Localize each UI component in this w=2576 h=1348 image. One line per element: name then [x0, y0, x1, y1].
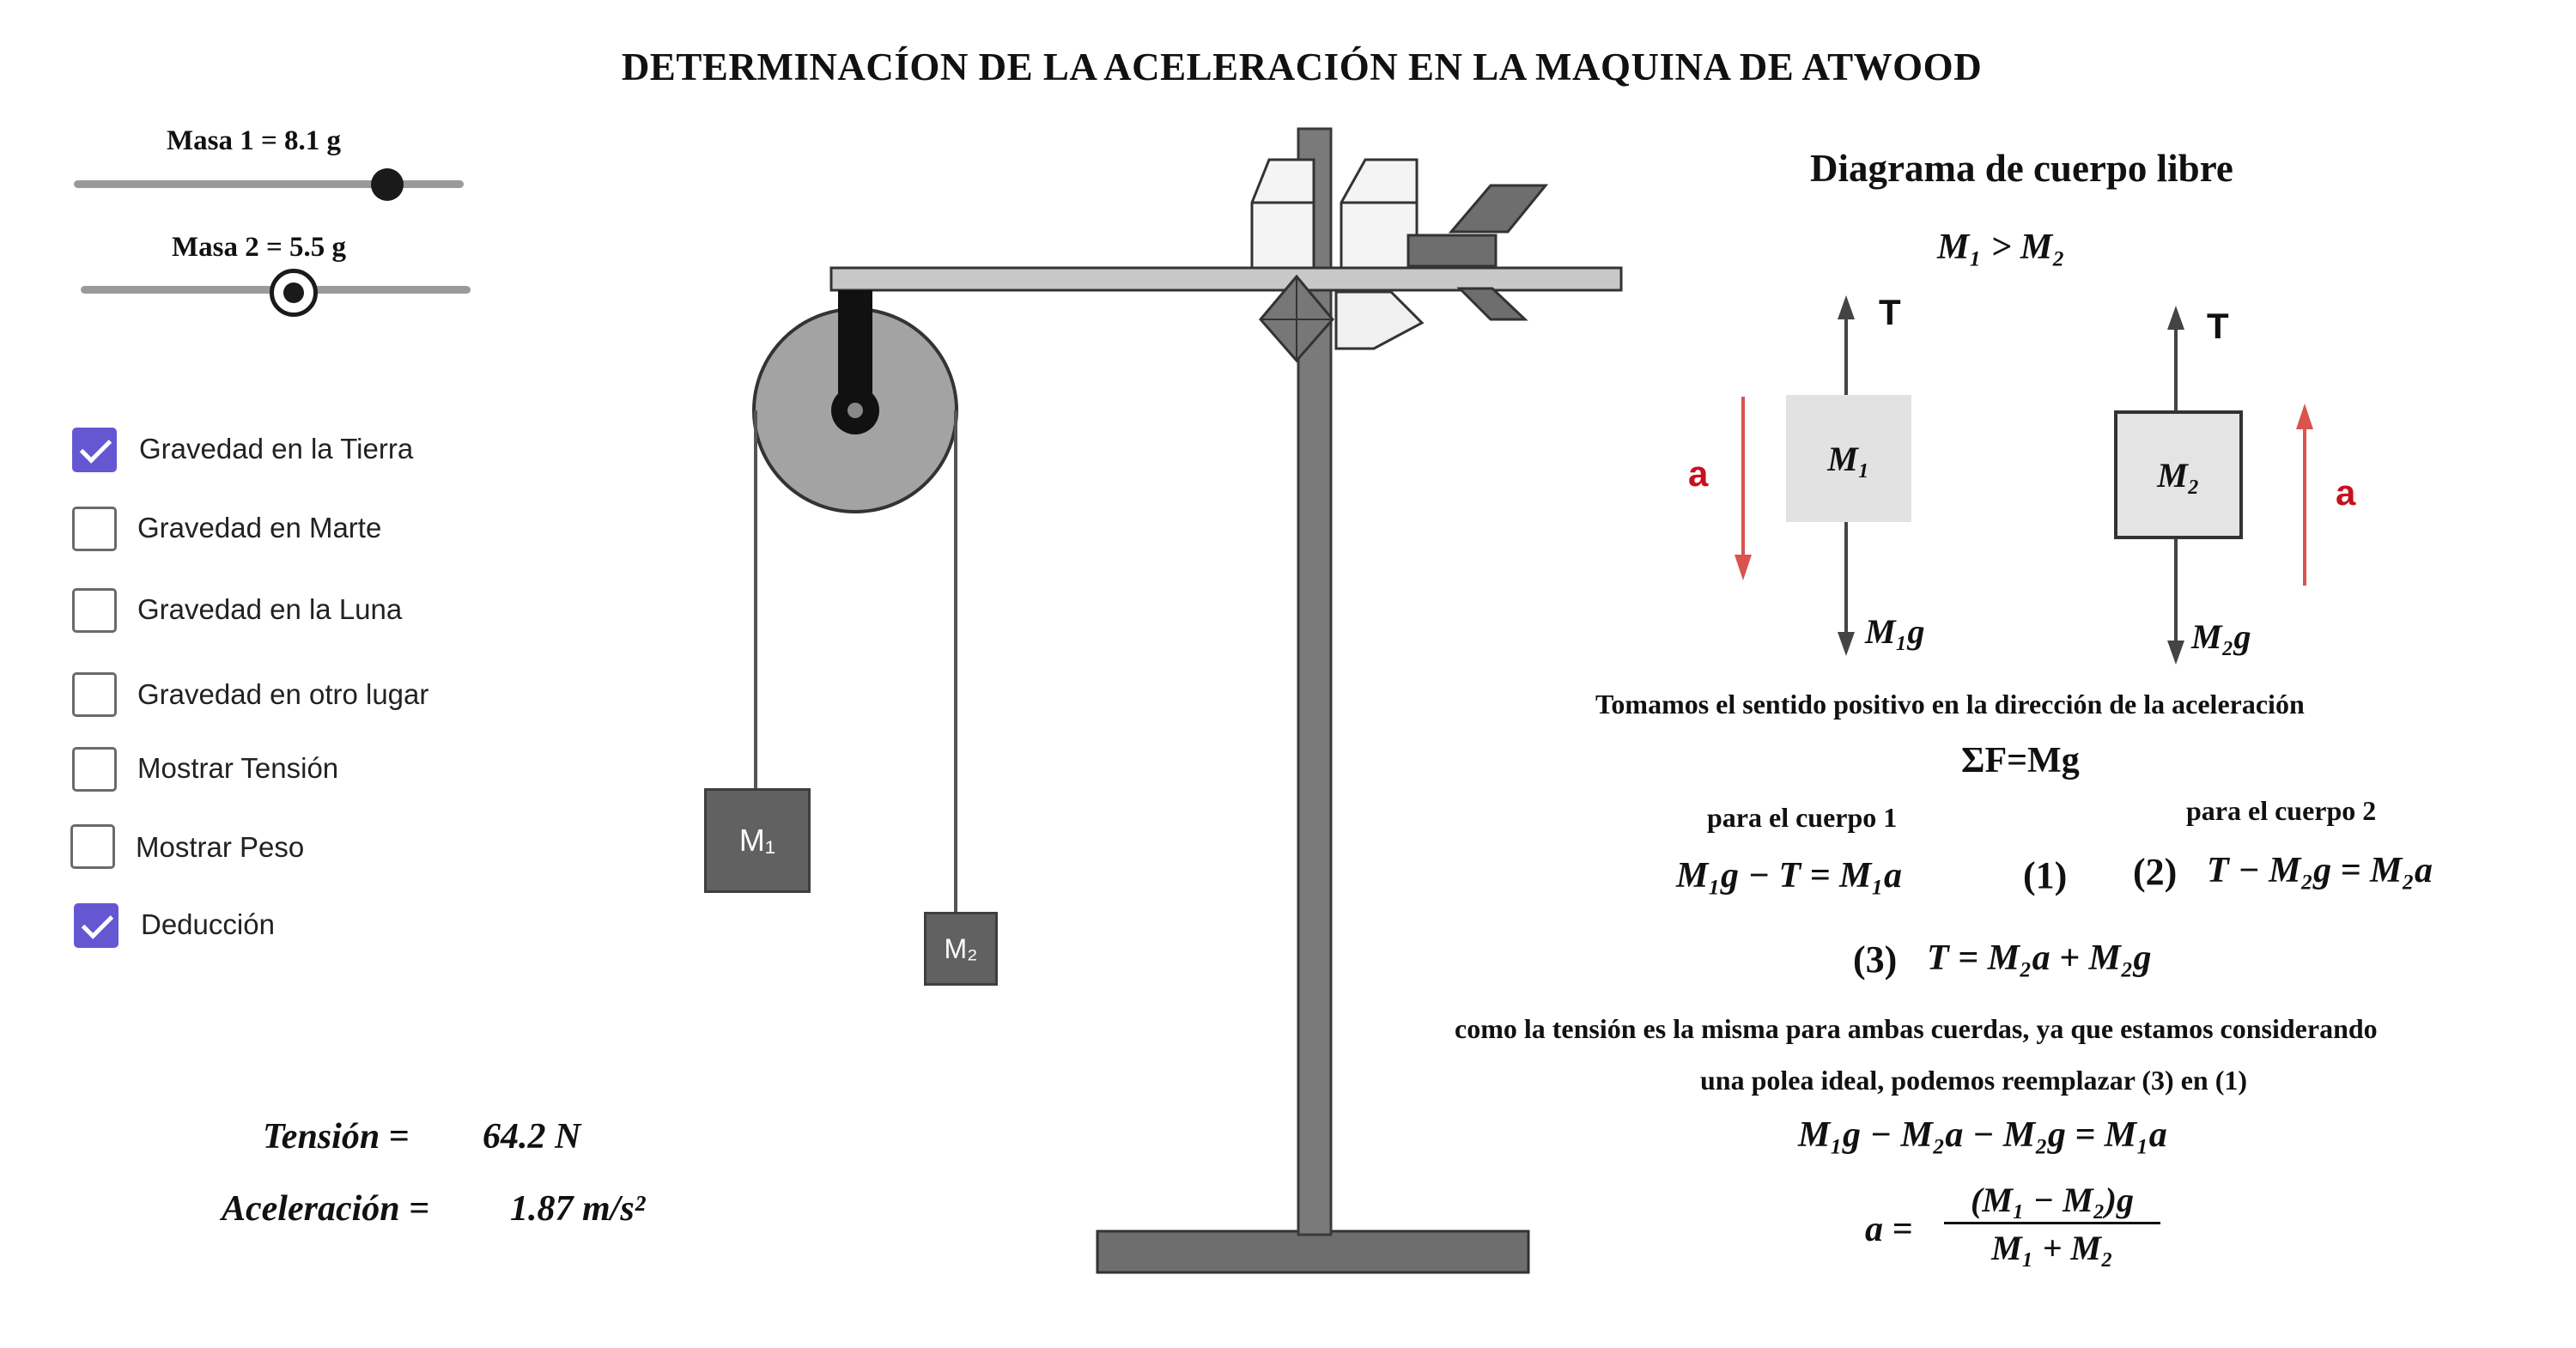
- checkbox-box[interactable]: [72, 428, 117, 472]
- checkbox-box[interactable]: [72, 588, 117, 633]
- equation-4: M₁g − M₂a − M₂g = M₁a: [1798, 1115, 2167, 1155]
- body-1-heading: para el cuerpo 1: [1707, 802, 1898, 833]
- sign-convention-note: Tomamos el sentido positivo en la direcc…: [1595, 689, 2305, 720]
- slider-masa-1-label: Masa 1 = 8.1 g: [167, 125, 342, 156]
- checkbox-label: Deducción: [141, 908, 275, 940]
- final-formula-fraction: (M₁ − M₂)g M₁ + M₂: [1944, 1180, 2160, 1268]
- diagram-title: Diagrama de cuerpo libre: [1810, 147, 2233, 190]
- equation-2: T − M₂g = M₂a: [2207, 851, 2433, 890]
- checkbox-box[interactable]: [74, 903, 118, 948]
- checkbox-label: Gravedad en la Tierra: [139, 433, 414, 465]
- checkbox-box[interactable]: [70, 824, 115, 869]
- acceleration-label-2: a: [2336, 472, 2356, 513]
- body-1-box: M₁: [1786, 395, 1911, 522]
- final-formula-numerator: (M₁ − M₂)g: [1971, 1181, 2134, 1219]
- checkbox-box[interactable]: [72, 507, 117, 551]
- acceleration-label-1: a: [1688, 453, 1709, 494]
- equation-1-number: (1): [2023, 854, 2068, 896]
- checkbox-box[interactable]: [72, 747, 117, 792]
- acceleration-label: Aceleración =: [222, 1189, 430, 1229]
- equation-3: T = M₂a + M₂g: [1927, 938, 2152, 978]
- equation-2-number: (2): [2133, 851, 2178, 893]
- tension-value: 64.2 N: [483, 1117, 581, 1157]
- mass-2-block[interactable]: M₂: [924, 912, 998, 986]
- support-bar: [829, 266, 1623, 292]
- checkbox-label: Gravedad en otro lugar: [137, 678, 429, 710]
- newton-law: ΣF=Mg: [1961, 741, 2080, 780]
- checkbox-label: Mostrar Peso: [136, 831, 305, 863]
- checkbox-box[interactable]: [72, 672, 117, 717]
- slider-masa-2-handle[interactable]: [270, 269, 318, 317]
- weight-label-1: M₁g: [1865, 612, 1925, 651]
- equation-3-number: (3): [1853, 938, 1898, 981]
- tension-label-2: T: [2207, 306, 2229, 346]
- checkbox-label: Gravedad en Marte: [137, 512, 382, 543]
- checkbox-label: Gravedad en la Luna: [137, 593, 403, 625]
- page-title: DETERMINACÍON DE LA ACELERACIÓN EN LA MA…: [621, 46, 1983, 88]
- equation-1: M₁g − T = M₁a: [1676, 856, 1903, 896]
- final-formula-lhs: a =: [1865, 1210, 1913, 1249]
- body-2-heading: para el cuerpo 2: [2186, 795, 2377, 826]
- stand-base: [1096, 1230, 1530, 1274]
- slider-masa-1-handle[interactable]: [371, 168, 404, 201]
- explanation-line-1: como la tensión es la misma para ambas c…: [1455, 1013, 2378, 1044]
- acceleration-value: 1.87 m/s²: [510, 1189, 646, 1229]
- body-2-box: M₂: [2114, 410, 2243, 539]
- explanation-line-2: una polea ideal, podemos reemplazar (3) …: [1700, 1065, 2247, 1096]
- final-formula-denominator: M₁ + M₂: [1991, 1229, 2113, 1267]
- slider-masa-1-track[interactable]: [74, 180, 464, 188]
- mass-condition: M₁ > M₂: [1937, 228, 2065, 267]
- weight-label-2: M₂g: [2191, 617, 2251, 656]
- slider-masa-2-label: Masa 2 = 5.5 g: [172, 232, 347, 263]
- tension-label-1: T: [1879, 292, 1901, 332]
- checkbox-label: Mostrar Tensión: [137, 752, 339, 784]
- tension-label: Tensión =: [263, 1117, 410, 1157]
- mass-1-block[interactable]: M₁: [704, 788, 811, 893]
